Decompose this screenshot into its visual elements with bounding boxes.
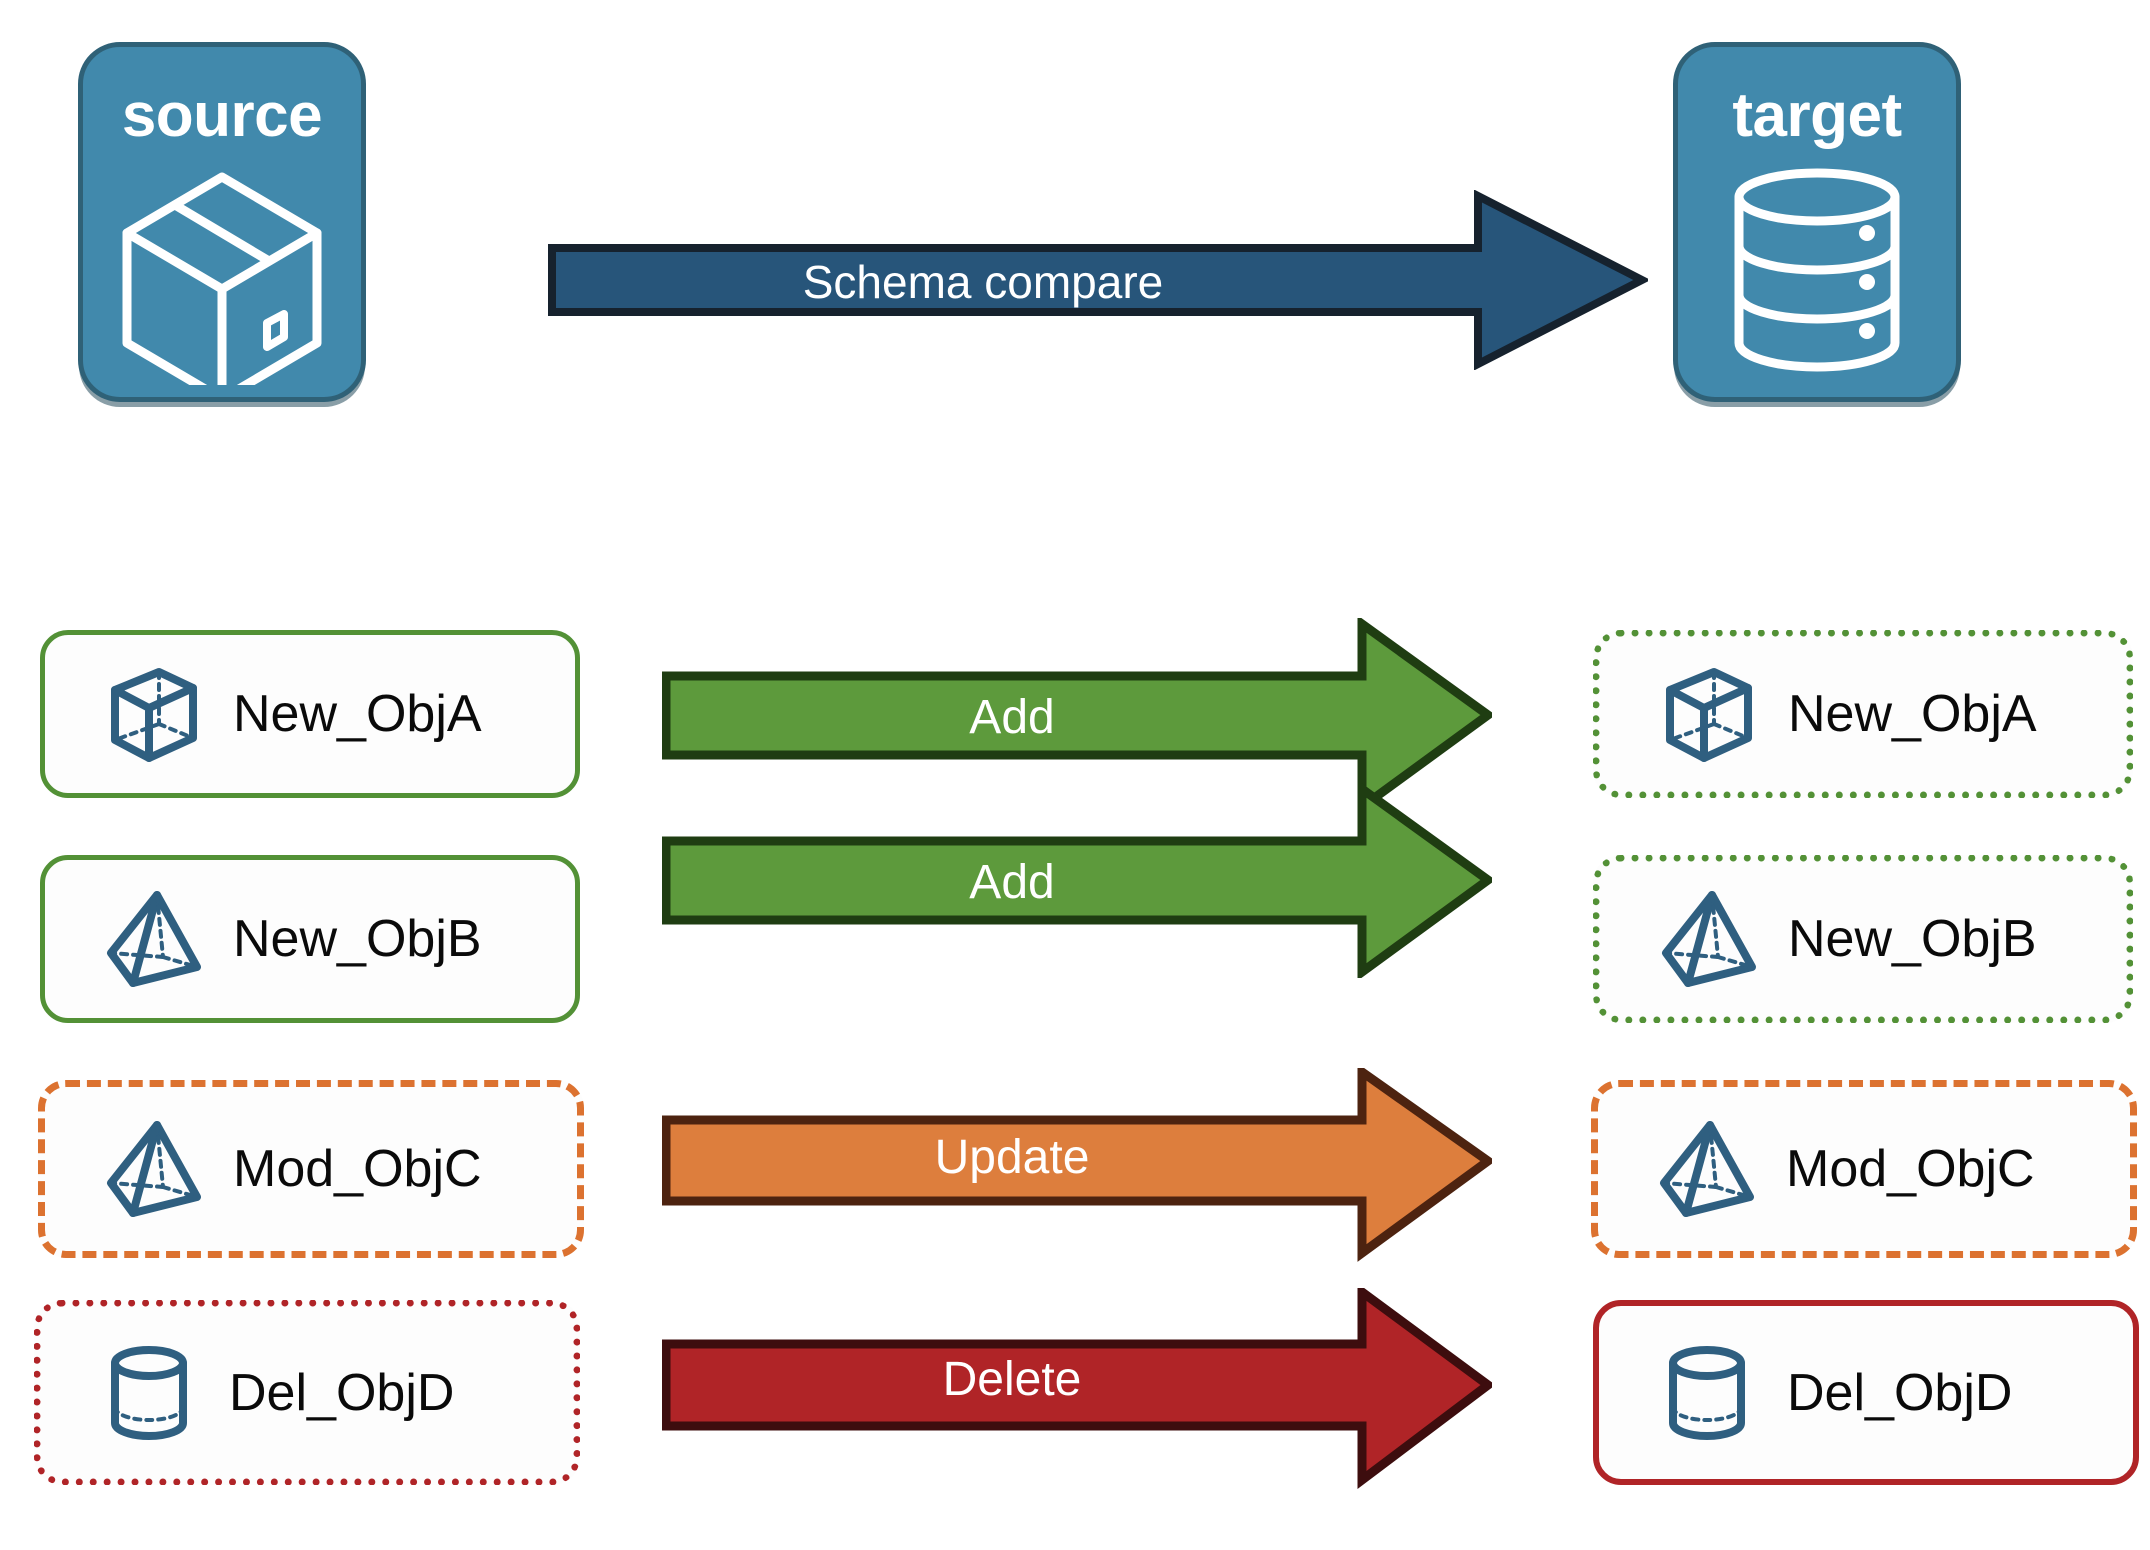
source-object-label-1: New_ObjA (233, 685, 482, 743)
source-object-label-4: Del_ObjD (229, 1363, 455, 1422)
cylinder-wireframe-icon (1655, 1341, 1759, 1445)
pyramid-wireframe-icon (1654, 1117, 1758, 1221)
pyramid-wireframe-icon (101, 887, 205, 991)
target-object-box-2[interactable]: New_ObjB (1593, 855, 2133, 1023)
schema-compare-arrow (548, 189, 1651, 371)
cylinder-wireframe-icon (97, 1341, 201, 1445)
target-object-label-3: Mod_ObjC (1786, 1140, 2035, 1198)
source-object-box-3[interactable]: Mod_ObjC (38, 1080, 584, 1258)
source-object-box-2[interactable]: New_ObjB (40, 855, 580, 1023)
source-title: source (121, 81, 323, 150)
add-arrow-1 (661, 615, 1496, 816)
target-object-label-2: New_ObjB (1788, 910, 2037, 968)
database-cylinder-icon (1717, 165, 1917, 395)
target-object-box-4[interactable]: Del_ObjD (1593, 1300, 2139, 1485)
target-object-box-3[interactable]: Mod_ObjC (1591, 1080, 2137, 1258)
package-box-icon (117, 165, 327, 404)
update-arrow-3 (661, 1063, 1496, 1263)
pyramid-wireframe-icon (101, 1117, 205, 1221)
target-object-label-4: Del_ObjD (1787, 1363, 2013, 1422)
source-endpoint-card: source (78, 42, 366, 404)
cube-wireframe-icon (101, 662, 205, 766)
source-object-label-3: Mod_ObjC (233, 1140, 482, 1198)
delete-arrow-4 (661, 1283, 1496, 1493)
target-object-label-1: New_ObjA (1788, 685, 2037, 743)
pyramid-wireframe-icon (1656, 887, 1760, 991)
target-object-box-1[interactable]: New_ObjA (1593, 630, 2133, 798)
source-object-label-2: New_ObjB (233, 910, 482, 968)
cube-wireframe-icon (1656, 662, 1760, 766)
source-object-box-1[interactable]: New_ObjA (40, 630, 580, 798)
target-endpoint-card: target (1673, 42, 1961, 402)
target-title: target (1732, 81, 1902, 150)
add-arrow-2 (661, 780, 1496, 981)
source-object-box-4[interactable]: Del_ObjD (34, 1300, 580, 1485)
